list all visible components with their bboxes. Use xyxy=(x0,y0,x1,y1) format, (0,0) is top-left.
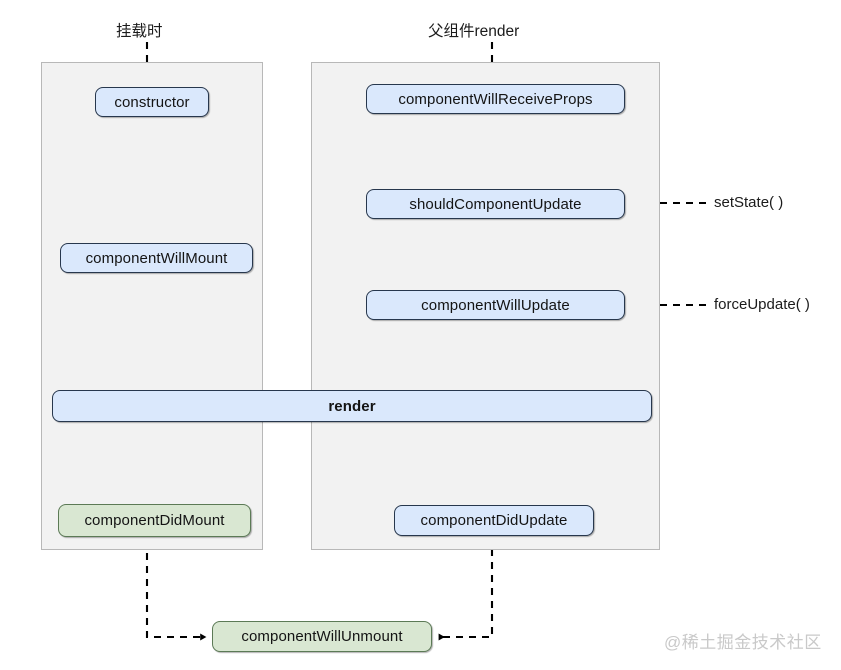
mounting-phase-panel xyxy=(41,62,263,550)
node-render[interactable]: render xyxy=(52,390,652,422)
trigger-set-state-label: setState( ) xyxy=(714,194,784,211)
node-component-will-receive-props[interactable]: componentWillReceiveProps xyxy=(366,84,625,114)
node-component-did-mount[interactable]: componentDidMount xyxy=(58,504,251,537)
node-component-did-update[interactable]: componentDidUpdate xyxy=(394,505,594,536)
edge-didupdate-to-willunmount xyxy=(438,536,494,641)
node-component-will-update[interactable]: componentWillUpdate xyxy=(366,290,625,320)
node-constructor[interactable]: constructor xyxy=(95,87,209,117)
watermark-text: @稀土掘金技术社区 xyxy=(664,633,822,652)
mounting-phase-label: 挂载时 xyxy=(116,23,163,40)
parent-render-label: 父组件render xyxy=(428,23,520,40)
edge-didmount-to-willunmount xyxy=(145,540,207,641)
node-should-component-update[interactable]: shouldComponentUpdate xyxy=(366,189,625,219)
node-component-will-unmount[interactable]: componentWillUnmount xyxy=(212,621,432,652)
node-component-will-mount[interactable]: componentWillMount xyxy=(60,243,253,273)
trigger-force-update-label: forceUpdate( ) xyxy=(714,296,810,313)
